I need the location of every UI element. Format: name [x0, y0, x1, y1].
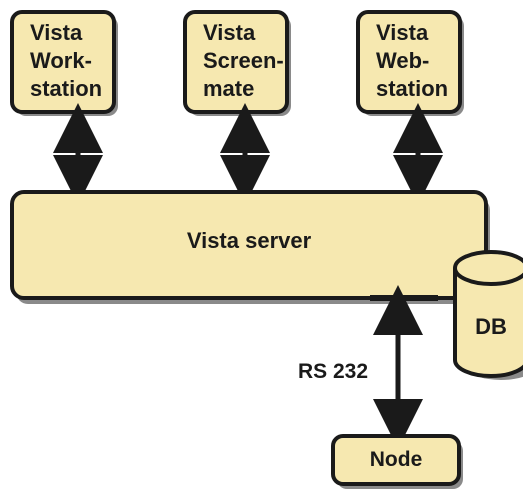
database-cylinder — [453, 250, 523, 380]
client-label-screenmate: Vista Screen- mate — [203, 20, 284, 101]
node-box — [331, 434, 463, 489]
client-label-workstation: Vista Work- station — [30, 20, 103, 101]
client-label-webstation: Vista Web- station — [376, 20, 449, 101]
database-label: DB — [475, 314, 507, 339]
client-box-screenmate — [183, 10, 291, 116]
server-label: Vista server — [186, 228, 312, 253]
server-box — [10, 190, 490, 304]
node-label: Node — [369, 448, 423, 471]
link-label: RS 232 — [298, 360, 369, 383]
